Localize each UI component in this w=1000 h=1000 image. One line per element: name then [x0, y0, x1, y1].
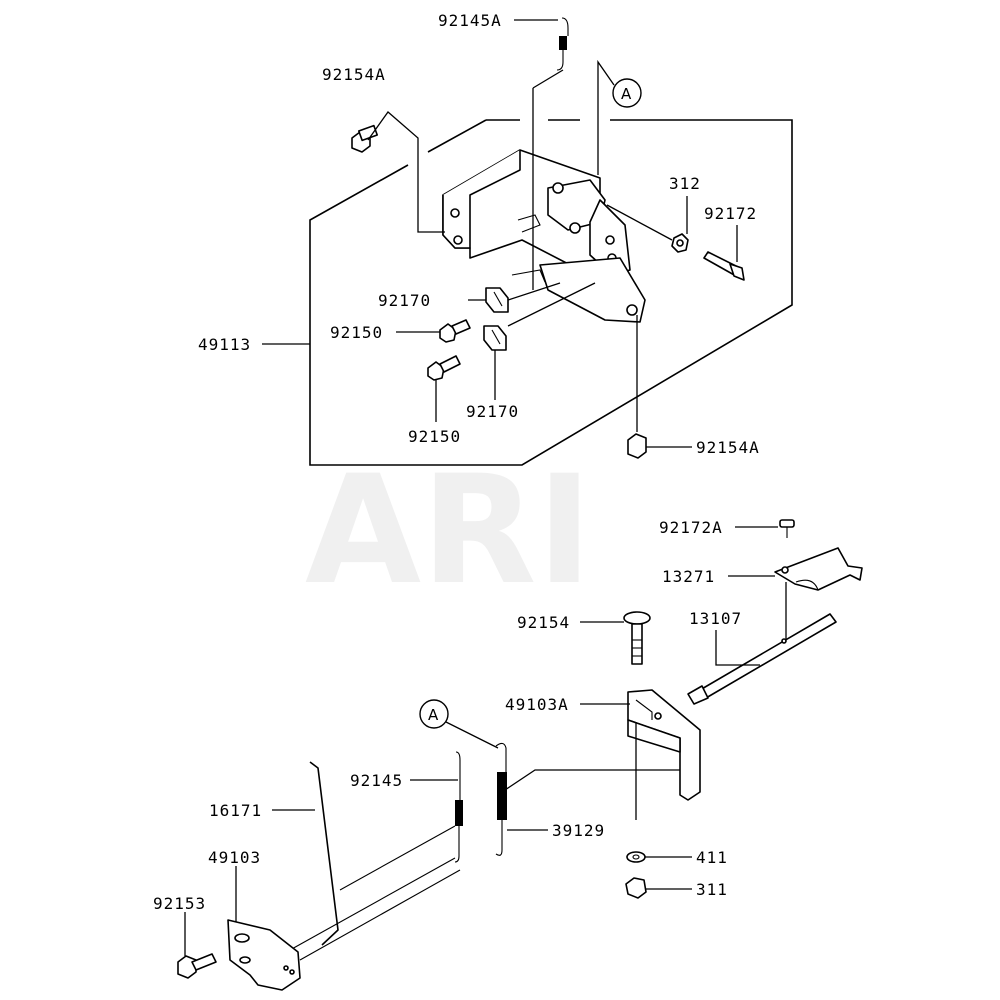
- bracket-49103: [227, 866, 301, 991]
- callout-92153: 92153: [153, 894, 206, 913]
- plate-13271: [728, 547, 863, 640]
- throttle-bracket: [442, 149, 646, 323]
- spring-92145A: [532, 17, 569, 290]
- callout-92172: 92172: [704, 204, 757, 223]
- reference-marker-bottom: A: [419, 699, 499, 749]
- svg-text:A: A: [621, 85, 632, 103]
- callout-13107: 13107: [689, 609, 742, 628]
- washer-411: [626, 851, 692, 863]
- bolt-92154A-bottom: [627, 315, 647, 459]
- callout-92154A-top: 92154A: [322, 65, 386, 84]
- clip-92170-a: [485, 287, 509, 313]
- callout-16171: 16171: [209, 801, 262, 820]
- clip-92170-b: [483, 325, 507, 351]
- bolt-92154A-top: [351, 111, 445, 233]
- screw-92150-b: [427, 355, 461, 381]
- callout-49103A: 49103A: [505, 695, 569, 714]
- leader-link: [504, 769, 680, 791]
- nut-312: [671, 233, 689, 253]
- rod-16171: [272, 761, 339, 946]
- callout-92145A: 92145A: [438, 11, 502, 30]
- spring-92145: [410, 751, 463, 863]
- svg-text:A: A: [428, 706, 439, 724]
- assembly-frame-49113: [309, 119, 793, 466]
- reference-marker-top: A: [597, 59, 642, 175]
- callout-92172A: 92172A: [659, 518, 723, 537]
- callout-92170-a: 92170: [378, 291, 431, 310]
- watermark: ARI: [305, 444, 592, 618]
- leaders-top: [262, 19, 738, 448]
- shaft-13107: [687, 613, 837, 705]
- callout-92150-a: 92150: [330, 323, 383, 342]
- link-rod: [289, 825, 461, 961]
- bolt-92154: [580, 611, 651, 665]
- bolt-92153: [177, 912, 217, 979]
- screw-92150-a: [439, 319, 471, 343]
- callout-92145: 92145: [350, 771, 403, 790]
- lever-49103A: [580, 689, 701, 820]
- callout-39129: 39129: [552, 821, 605, 840]
- callout-311: 311: [696, 880, 728, 899]
- bolt-92172: [703, 251, 745, 281]
- callout-411: 411: [696, 848, 728, 867]
- callout-92154A-bottom: 92154A: [696, 438, 760, 457]
- callout-92170-b: 92170: [466, 402, 519, 421]
- callout-92150-b: 92150: [408, 427, 461, 446]
- nut-311: [625, 877, 692, 899]
- screw-92172A: [735, 519, 795, 538]
- callout-92154: 92154: [517, 613, 570, 632]
- callout-49113: 49113: [198, 335, 251, 354]
- callout-13271: 13271: [662, 567, 715, 586]
- callout-49103: 49103: [208, 848, 261, 867]
- callout-312: 312: [669, 174, 701, 193]
- spring-39129: [495, 742, 548, 856]
